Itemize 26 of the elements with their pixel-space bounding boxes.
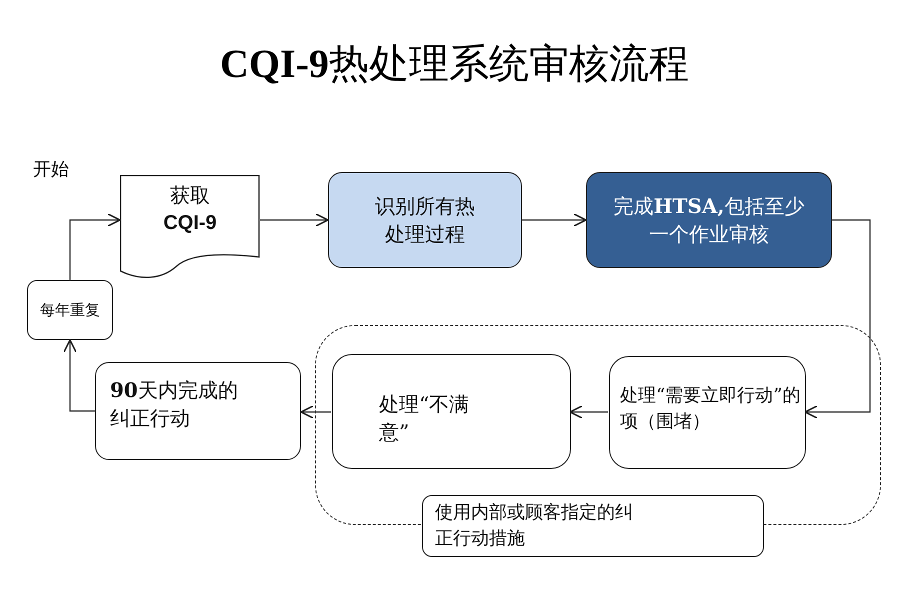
box-text: 每年重复 bbox=[39, 300, 101, 320]
arrow bbox=[804, 219, 871, 419]
start-label: 开始 bbox=[33, 158, 69, 182]
process-box bbox=[332, 354, 571, 469]
box-text: 完成HTSA,包括至少一个作业审核 bbox=[612, 193, 806, 248]
title: CQI-9热处理系统审核流程 bbox=[219, 40, 690, 88]
arrow bbox=[522, 213, 587, 227]
process-box bbox=[586, 172, 832, 268]
arrow bbox=[260, 213, 329, 227]
box-text: 处理“不满意” bbox=[379, 390, 470, 446]
process-box bbox=[95, 362, 301, 460]
box-text: 识别所有热处理过程 bbox=[374, 193, 476, 248]
arrow bbox=[69, 213, 121, 280]
box-text: 使用内部或顾客指定的纠正行动措施 bbox=[435, 501, 633, 551]
document-code: CQI-9 bbox=[163, 211, 217, 236]
process-box bbox=[328, 172, 522, 268]
arrow bbox=[300, 405, 331, 419]
group-frame bbox=[315, 325, 881, 525]
process-box bbox=[422, 495, 764, 557]
process-box bbox=[27, 280, 113, 340]
document-heading: 获取 bbox=[170, 182, 210, 209]
process-box bbox=[609, 356, 806, 469]
box-text: 90天内完成的纠正行动 bbox=[110, 377, 239, 432]
arrow bbox=[569, 405, 608, 419]
arrow bbox=[63, 339, 95, 412]
box-text: 处理“需要立即行动”的项（围堵） bbox=[620, 384, 802, 434]
